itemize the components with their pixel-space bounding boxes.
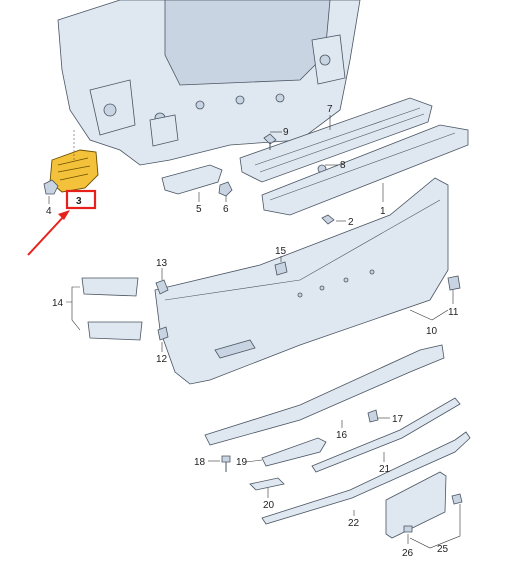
callout-25: 25 bbox=[437, 544, 449, 555]
leader-lines bbox=[48, 115, 461, 549]
clip-near-25 bbox=[451, 493, 463, 505]
license-plate-bracket-part-25 bbox=[385, 471, 447, 539]
callout-12: 12 bbox=[156, 354, 168, 365]
impact-bar-part-1 bbox=[261, 124, 469, 216]
rear-body-panel bbox=[57, 0, 361, 166]
callout-18: 18 bbox=[194, 457, 206, 468]
clip-part-15 bbox=[274, 261, 288, 276]
callout-5: 5 bbox=[196, 204, 202, 215]
energy-absorber-part-7 bbox=[239, 97, 433, 183]
callout-14: 14 bbox=[52, 298, 64, 309]
callout-21: 21 bbox=[379, 464, 391, 475]
callout-10: 10 bbox=[426, 326, 438, 337]
callout-3: 3 bbox=[76, 196, 82, 207]
trim-part-21 bbox=[311, 397, 461, 473]
nut-part-4 bbox=[43, 179, 59, 195]
callout-9: 9 bbox=[283, 127, 289, 138]
clip-part-12 bbox=[157, 326, 169, 341]
callout-labels: 1 2 3 4 5 6 7 8 9 10 11 12 13 14 15 16 1… bbox=[46, 104, 459, 559]
callout-19: 19 bbox=[236, 457, 248, 468]
clip-part-11 bbox=[447, 275, 461, 291]
callout-7: 7 bbox=[327, 104, 333, 115]
diffuser-part-16 bbox=[204, 344, 445, 446]
callout-15: 15 bbox=[275, 246, 287, 257]
callout-6: 6 bbox=[223, 204, 229, 215]
trim-part-19 bbox=[261, 437, 327, 467]
screw-part-26 bbox=[403, 525, 413, 533]
clip-part-17 bbox=[367, 409, 379, 423]
callout-11: 11 bbox=[448, 307, 459, 318]
screw-part-2 bbox=[321, 214, 335, 225]
bracket-part-5 bbox=[161, 164, 223, 195]
trim-part-22 bbox=[261, 431, 471, 525]
clip-part-13 bbox=[155, 279, 169, 295]
trim-part-20 bbox=[249, 477, 285, 491]
callout-17: 17 bbox=[392, 414, 404, 425]
highlight-marker bbox=[27, 189, 97, 256]
callout-1: 1 bbox=[380, 206, 386, 217]
reflector-lower bbox=[87, 321, 143, 341]
callout-2: 2 bbox=[348, 217, 354, 228]
screw-part-9 bbox=[263, 133, 277, 150]
callout-22: 22 bbox=[348, 518, 360, 529]
callout-26: 26 bbox=[402, 548, 414, 559]
reflector-upper bbox=[81, 277, 139, 297]
callout-4: 4 bbox=[46, 206, 52, 217]
screw-part-18 bbox=[221, 455, 231, 472]
callout-13: 13 bbox=[156, 258, 168, 269]
callout-8: 8 bbox=[340, 160, 346, 171]
callout-20: 20 bbox=[263, 500, 275, 511]
callout-16: 16 bbox=[336, 430, 348, 441]
bumper-cover bbox=[154, 177, 449, 385]
clip-part-6 bbox=[218, 181, 233, 197]
